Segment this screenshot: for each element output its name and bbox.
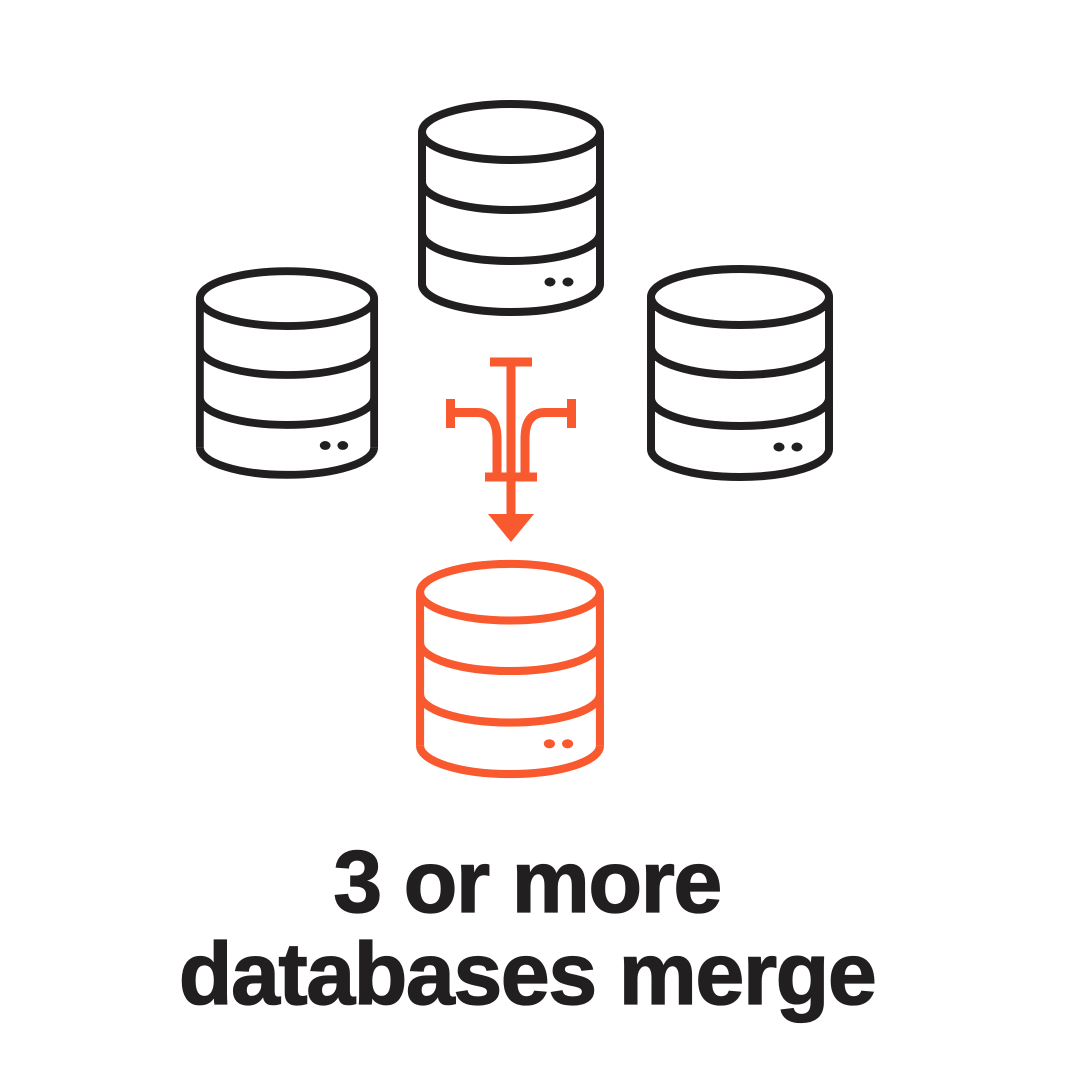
database-icon-right [645,264,835,484]
caption-line-1: 3 or more [333,832,723,931]
database-icon-merged [414,558,606,782]
caption-line-2: databases merge [178,924,877,1023]
caption: 3 or more databases merge [0,832,1067,1023]
database-icon-left [194,263,380,485]
merge-arrow-icon [445,355,577,543]
database-icon-top [415,100,607,318]
